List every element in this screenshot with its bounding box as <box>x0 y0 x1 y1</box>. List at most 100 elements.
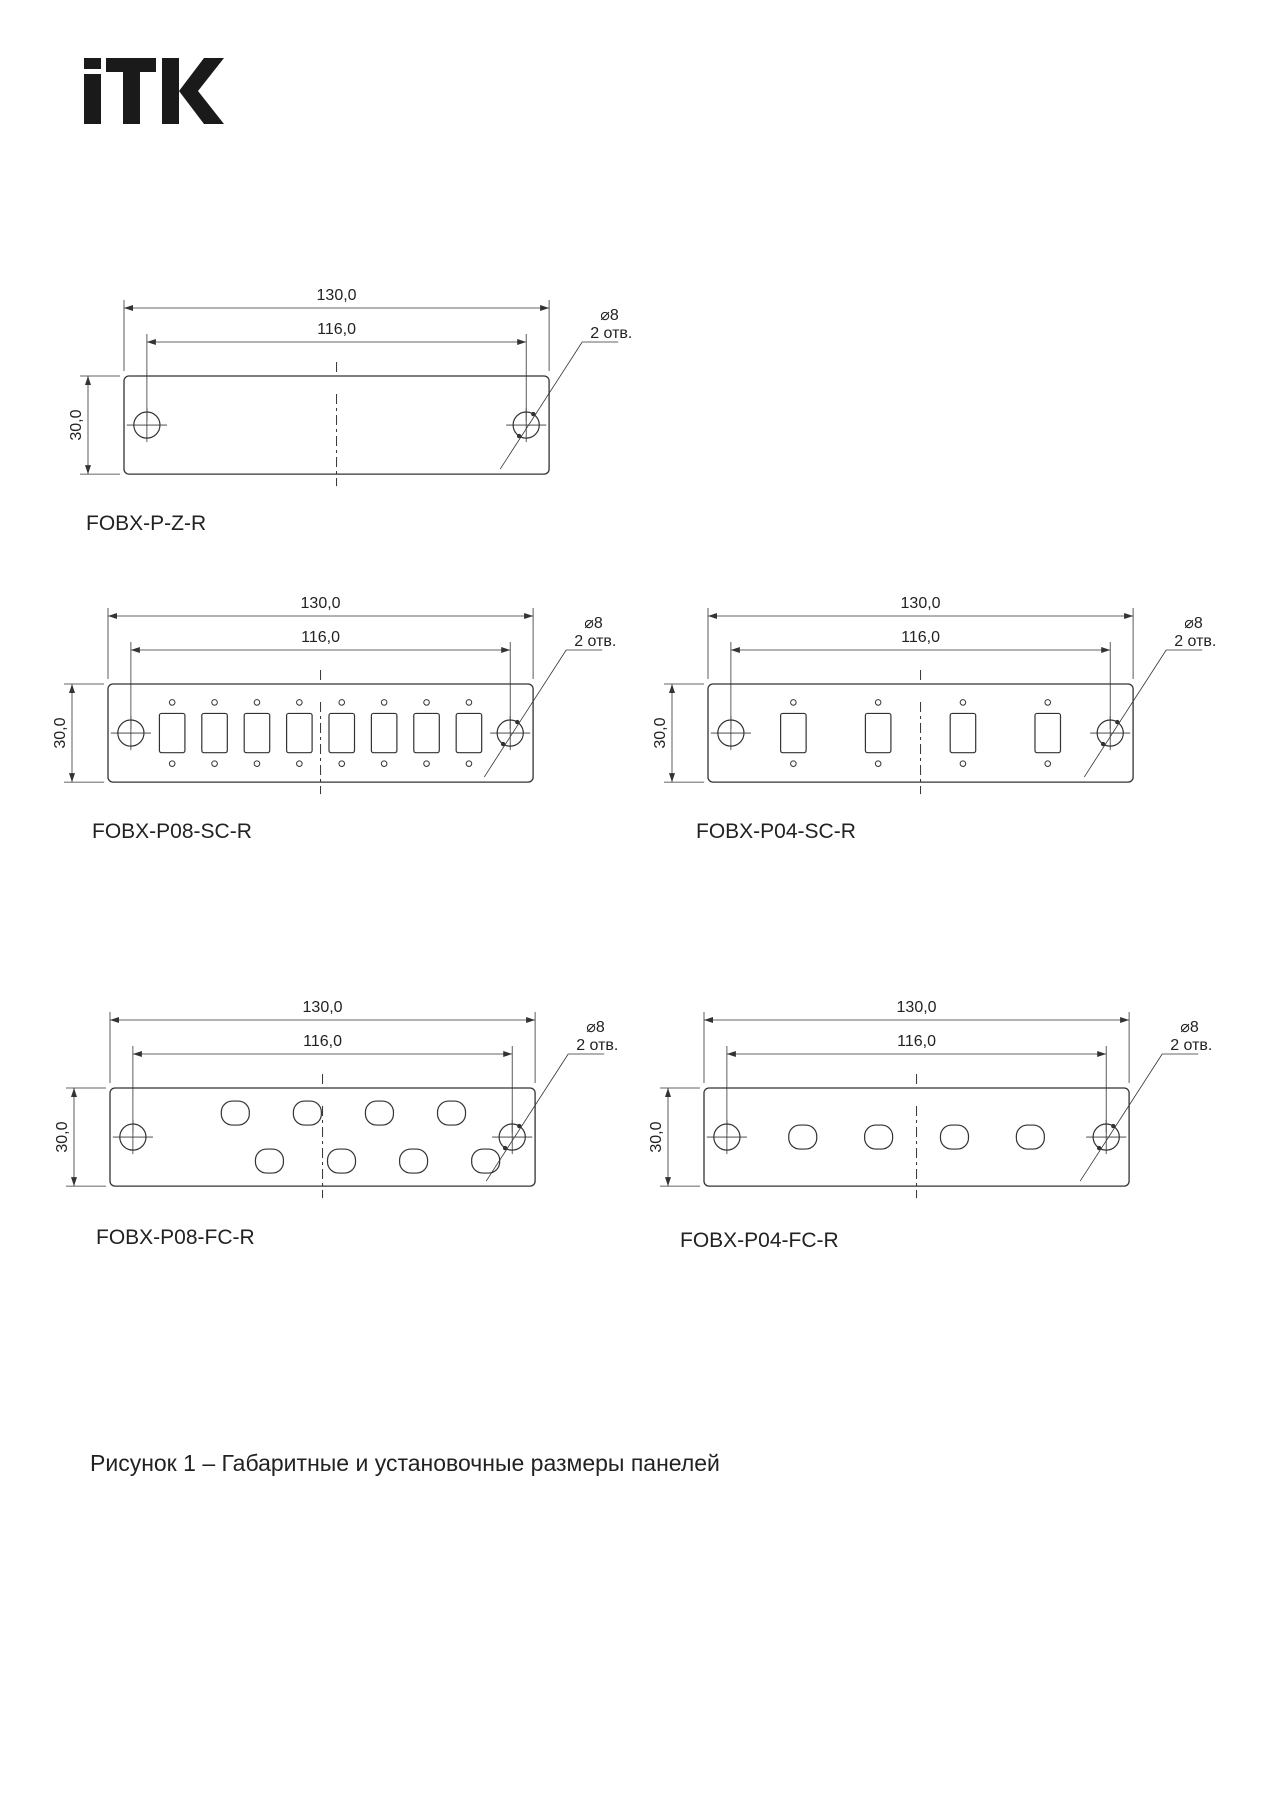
panel-label: FOBX-P08-SC-R <box>92 820 252 843</box>
hole-count-note: 2 отв. <box>1174 633 1216 650</box>
sc-port <box>201 712 228 754</box>
height-dim: 30,0 <box>52 717 69 748</box>
overall-width-dim: 130,0 <box>301 595 341 612</box>
arrow-head <box>540 305 550 311</box>
hole-count-note: 2 отв. <box>1170 1037 1212 1054</box>
diameter-leader <box>485 1053 569 1182</box>
hole-spacing-dim: 116,0 <box>901 629 940 646</box>
arrow-head <box>524 613 534 619</box>
sc-screw-hole <box>211 760 218 767</box>
arrow-head <box>665 1088 671 1097</box>
arrow-head <box>130 647 140 653</box>
fc-port <box>471 1148 501 1174</box>
arrow-head <box>1120 1017 1130 1023</box>
sc-screw-hole <box>1044 699 1052 706</box>
arrow-head <box>85 376 91 385</box>
sc-screw-hole <box>423 699 430 706</box>
fc-port <box>292 1100 322 1126</box>
arrow-head <box>517 339 527 345</box>
sc-screw-hole <box>380 699 388 706</box>
sc-screw-hole <box>338 760 346 767</box>
hole-spacing-dim: 116,0 <box>317 321 356 338</box>
arrow-head <box>69 684 75 693</box>
arrow-head <box>726 1051 736 1057</box>
sc-screw-hole <box>465 699 473 706</box>
sc-port <box>158 712 186 754</box>
arrow-head <box>69 773 75 783</box>
sc-screw-hole <box>211 699 218 706</box>
arrow-head <box>71 1088 77 1097</box>
fc-port <box>220 1100 250 1126</box>
diameter-arrow <box>516 433 522 439</box>
panel-label: FOBX-P04-FC-R <box>680 1229 839 1252</box>
sc-screw-hole <box>423 760 430 767</box>
panel-outline <box>707 683 1134 783</box>
arrow-head <box>146 339 156 345</box>
arrow-head <box>665 1177 671 1187</box>
diameter-arrow <box>1111 1123 1116 1129</box>
fc-port <box>1015 1124 1045 1150</box>
diameter-arrow <box>1100 741 1106 747</box>
diameter-leader <box>499 341 583 470</box>
arrow-head <box>1101 647 1111 653</box>
sc-port <box>780 712 807 754</box>
sc-screw-hole <box>465 760 473 767</box>
sc-screw-hole <box>790 699 797 706</box>
overall-width-dim: 130,0 <box>897 999 937 1016</box>
sc-screw-hole <box>296 699 303 706</box>
sc-screw-hole <box>168 699 176 706</box>
diameter-arrow <box>1096 1145 1102 1151</box>
hole-count-note: 2 отв. <box>576 1037 618 1054</box>
height-dim: 30,0 <box>652 717 669 748</box>
height-dim: 30,0 <box>54 1121 71 1152</box>
sc-screw-hole <box>874 760 882 767</box>
fc-port <box>788 1124 818 1150</box>
sc-port <box>285 712 313 754</box>
sc-screw-hole <box>296 760 303 767</box>
arrow-head <box>669 684 675 693</box>
overall-width-dim: 130,0 <box>901 595 941 612</box>
arrow-head <box>110 1017 119 1023</box>
fc-port <box>939 1124 970 1150</box>
panel-outline <box>109 1087 536 1187</box>
diameter-arrow <box>531 411 536 417</box>
hole-spacing-dim: 116,0 <box>303 1033 342 1050</box>
panel-label: FOBX-P-Z-R <box>86 512 206 535</box>
sc-port <box>243 712 271 754</box>
sc-screw-hole <box>380 760 388 767</box>
arrow-head <box>1097 1051 1107 1057</box>
sc-screw-hole <box>1044 760 1052 767</box>
hole-count-note: 2 отв. <box>590 325 632 342</box>
sc-screw-hole <box>338 699 346 706</box>
arrow-head <box>708 613 717 619</box>
hole-count-note: 2 отв. <box>574 633 616 650</box>
sc-screw-hole <box>874 699 882 706</box>
fc-port <box>326 1148 357 1174</box>
arrow-head <box>85 465 91 475</box>
fc-port <box>436 1100 467 1126</box>
diameter-arrow <box>515 719 520 725</box>
fc-port <box>254 1148 285 1174</box>
height-dim: 30,0 <box>68 409 85 440</box>
hole-diameter-dim: ⌀8 <box>600 307 619 324</box>
diameter-arrow <box>1115 719 1120 725</box>
fc-port <box>864 1124 894 1150</box>
arrow-head <box>503 1051 513 1057</box>
diameter-leader <box>483 649 567 778</box>
sc-screw-hole <box>253 760 261 767</box>
sc-screw-hole <box>168 760 176 767</box>
diameter-leader <box>1079 1053 1163 1182</box>
diameter-arrow <box>502 1145 508 1151</box>
sc-port <box>370 712 398 754</box>
arrow-head <box>526 1017 536 1023</box>
sc-port <box>864 712 892 754</box>
panel-label: FOBX-P08-FC-R <box>96 1226 255 1249</box>
arrow-head <box>108 613 117 619</box>
hole-diameter-dim: ⌀8 <box>584 615 603 632</box>
sc-port <box>455 712 483 754</box>
arrow-head <box>730 647 740 653</box>
